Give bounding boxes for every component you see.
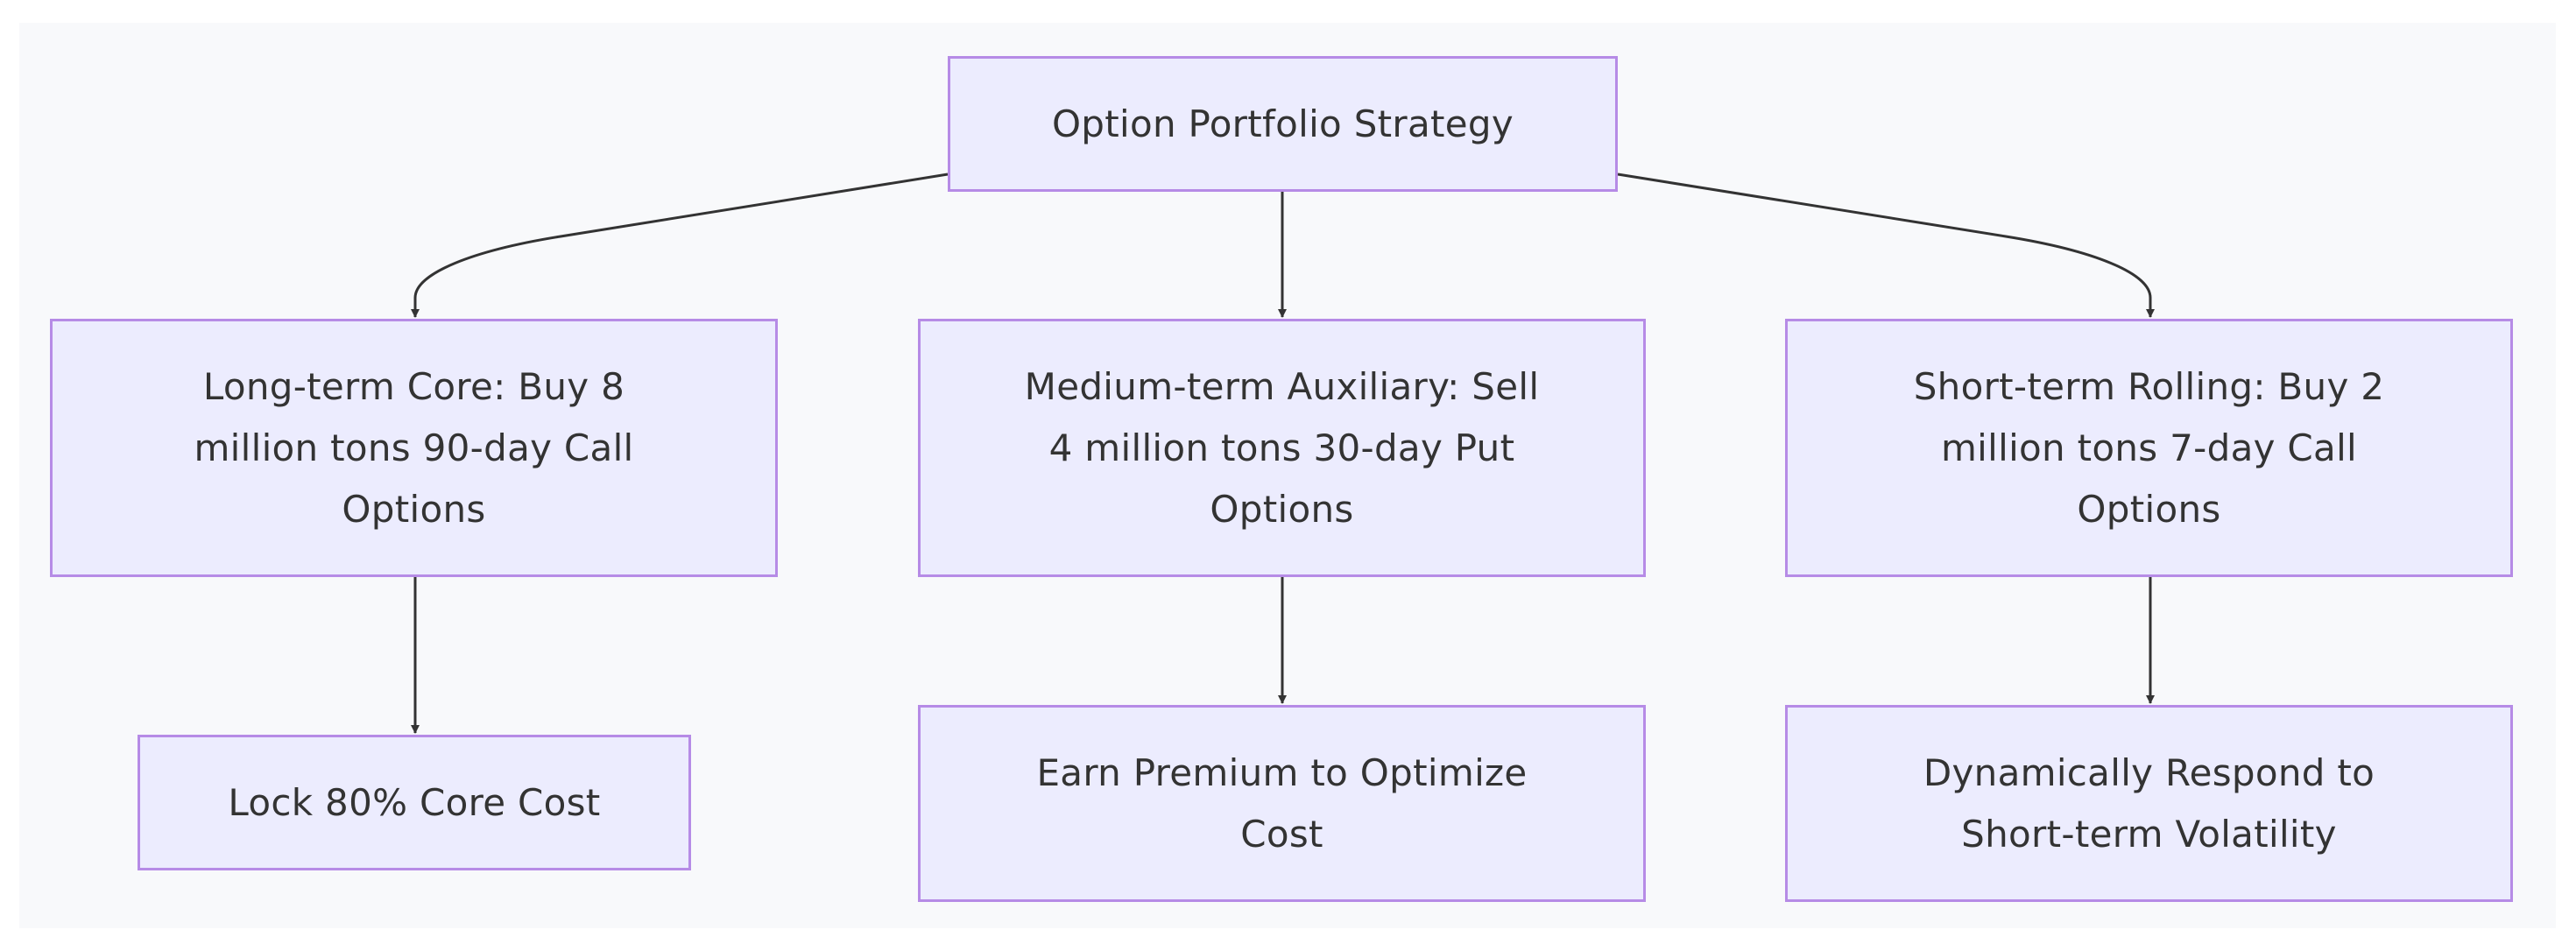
edge-root-long-term bbox=[411, 173, 949, 318]
node-label: Long-term Core: Buy 8 million tons 90-da… bbox=[194, 364, 634, 531]
node-label: Option Portfolio Strategy bbox=[1051, 102, 1514, 145]
node-earn-premium: Earn Premium to Optimize Cost bbox=[918, 705, 1646, 902]
node-label: Dynamically Respond to Short-term Volati… bbox=[1923, 750, 2375, 856]
node-short-term-rolling: Short-term Rolling: Buy 2 million tons 7… bbox=[1785, 319, 2513, 577]
node-medium-term-auxiliary: Medium-term Auxiliary: Sell 4 million to… bbox=[918, 319, 1646, 577]
node-label: Medium-term Auxiliary: Sell 4 million to… bbox=[1024, 364, 1540, 531]
node-lock-core-cost: Lock 80% Core Cost bbox=[138, 735, 691, 870]
node-label: Lock 80% Core Cost bbox=[228, 780, 601, 824]
node-long-term-core: Long-term Core: Buy 8 million tons 90-da… bbox=[50, 319, 778, 577]
node-label: Earn Premium to Optimize Cost bbox=[1036, 750, 1528, 856]
edge-root-short-term bbox=[1617, 173, 2155, 318]
node-option-portfolio-strategy: Option Portfolio Strategy bbox=[948, 56, 1618, 192]
node-respond-volatility: Dynamically Respond to Short-term Volati… bbox=[1785, 705, 2513, 902]
node-label: Short-term Rolling: Buy 2 million tons 7… bbox=[1913, 364, 2385, 531]
